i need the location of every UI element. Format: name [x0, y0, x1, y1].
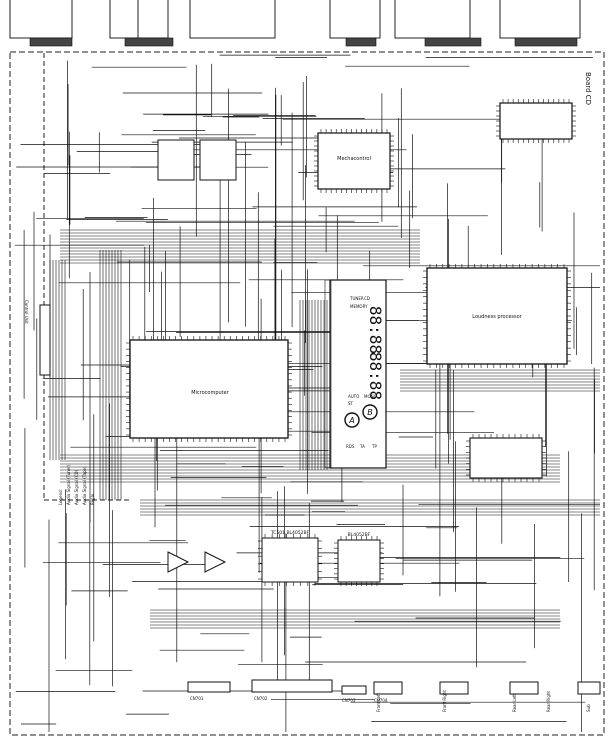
svg-text:Audio Signal (Tuner): Audio Signal (Tuner) — [66, 464, 71, 505]
svg-text:CN702: CN702 — [254, 696, 268, 701]
svg-text:CD: CD — [364, 296, 370, 301]
wiring-bus — [15, 54, 600, 732]
bottom-connectors: CN701 CN702 CN703 CN704 — [187, 679, 601, 703]
svg-text:TUNER: TUNER — [349, 296, 364, 301]
svg-text:A: A — [348, 416, 354, 425]
ic-analog-switch-a: TC501 BL4052BF — [261, 530, 319, 583]
svg-text:Legend:: Legend: — [58, 489, 63, 505]
signal-legend: Legend: Audio Signal (Tuner) Audio Signa… — [58, 464, 95, 505]
ic-label: Loudness processor — [472, 314, 522, 320]
svg-text:TC501 BL4052BF: TC501 BL4052BF — [270, 530, 310, 536]
svg-text:CN701: CN701 — [190, 696, 204, 701]
svg-text:TA: TA — [359, 444, 365, 449]
svg-text:CN703: CN703 — [342, 698, 356, 703]
svg-text:CN704: CN704 — [374, 698, 388, 703]
ic-label: Microcomputer — [191, 390, 230, 396]
ic-analog-switch-b: BL4052BF — [337, 532, 381, 583]
svg-text:Front Left: Front Left — [376, 693, 381, 712]
svg-text:Reglo: Reglo — [90, 493, 95, 505]
ic-right-mid — [469, 437, 543, 479]
svg-text:ST: ST — [348, 401, 354, 406]
vfd-display: TUNER CD MEMORY 88:88 88:88 AUTO MONO ST… — [324, 279, 387, 469]
output-labels: Front Left Front Right Rear Left Rear Ri… — [376, 690, 591, 712]
left-connector — [39, 304, 51, 376]
note-text: Control Unit — [24, 300, 29, 324]
svg-text:Rear Left: Rear Left — [512, 694, 517, 712]
display-digits-2: 88:88 — [366, 352, 385, 400]
ic-loudness-processor: Loudness processor — [426, 267, 568, 365]
ic-label: Mechacontrol — [337, 156, 371, 162]
svg-text:TP: TP — [371, 444, 377, 449]
svg-text:B: B — [367, 408, 373, 417]
board-title: Board CD — [584, 72, 592, 105]
display-digits: 88:88 — [366, 306, 385, 354]
svg-text:Audio Signal (CD): Audio Signal (CD) — [74, 469, 79, 505]
svg-text:MONO: MONO — [364, 394, 377, 399]
svg-text:Audio Signal (Tape): Audio Signal (Tape) — [82, 466, 87, 505]
svg-text:Rear Right: Rear Right — [546, 691, 551, 712]
svg-text:AUTO: AUTO — [348, 394, 359, 399]
svg-text:Front Right: Front Right — [442, 690, 447, 712]
board-outline — [9, 51, 605, 736]
ic-top-right — [499, 102, 573, 140]
svg-text:BL4052BF: BL4052BF — [348, 532, 371, 538]
top-connectors — [29, 37, 578, 47]
top-subboards — [9, 0, 581, 39]
ic-microcomputer: Microcomputer — [129, 339, 289, 439]
svg-text:RDS: RDS — [346, 444, 355, 449]
ic-pins — [126, 99, 576, 586]
svg-text:Sub: Sub — [586, 704, 591, 712]
svg-text:MEMORY: MEMORY — [350, 304, 368, 309]
ic-opamp-left — [157, 139, 237, 181]
opamp-triangles — [167, 551, 227, 573]
ic-mechacontrol: Mechacontrol — [317, 132, 391, 190]
